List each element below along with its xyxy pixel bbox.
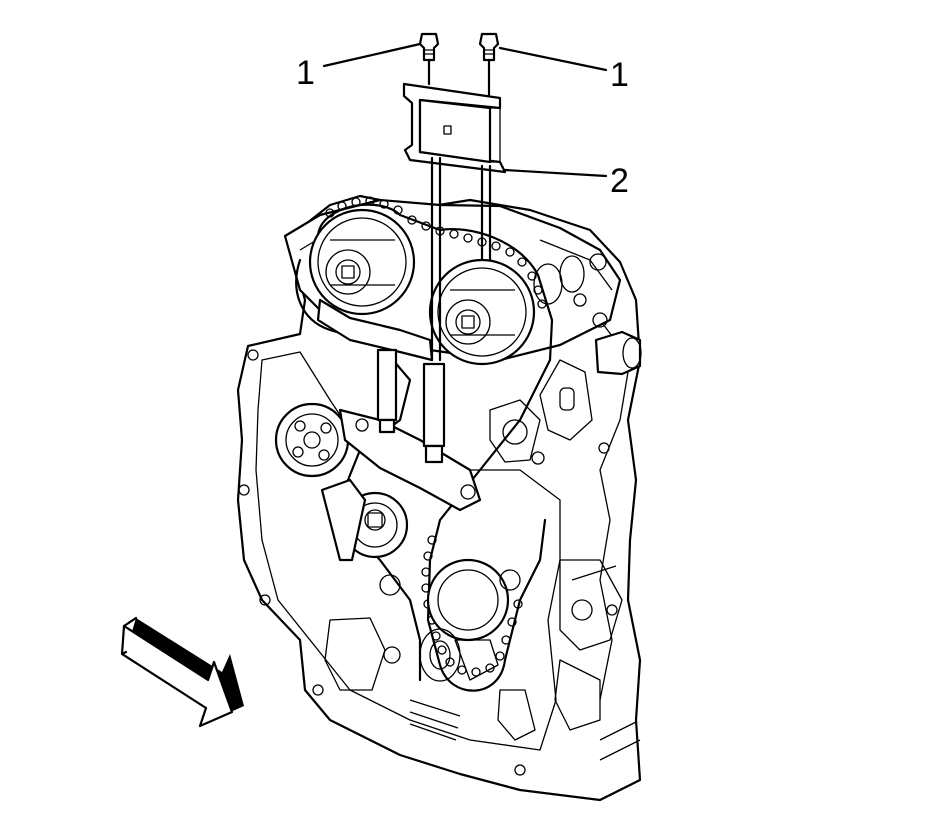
intake-camshaft-sprocket: [308, 208, 416, 316]
chain-guide: [316, 298, 482, 512]
callout-label-bolt-right: 1: [610, 56, 629, 94]
tensioner: [320, 478, 521, 664]
crankshaft-sprocket: [419, 558, 510, 682]
front-view-arrow: [120, 616, 244, 728]
leader-line-bolt-left: [322, 42, 422, 68]
callout-leaders: [322, 42, 608, 178]
leader-line-tool: [503, 168, 608, 178]
callout-label-bolt-left: 1: [296, 54, 315, 92]
bolt-left: [418, 32, 440, 86]
bolt-right: [478, 32, 500, 98]
callout-label-tool: 2: [610, 162, 629, 200]
leader-line-bolt-right: [498, 46, 608, 72]
camshaft-holding-tool: [376, 82, 507, 464]
idler-sprocket: [274, 402, 350, 478]
